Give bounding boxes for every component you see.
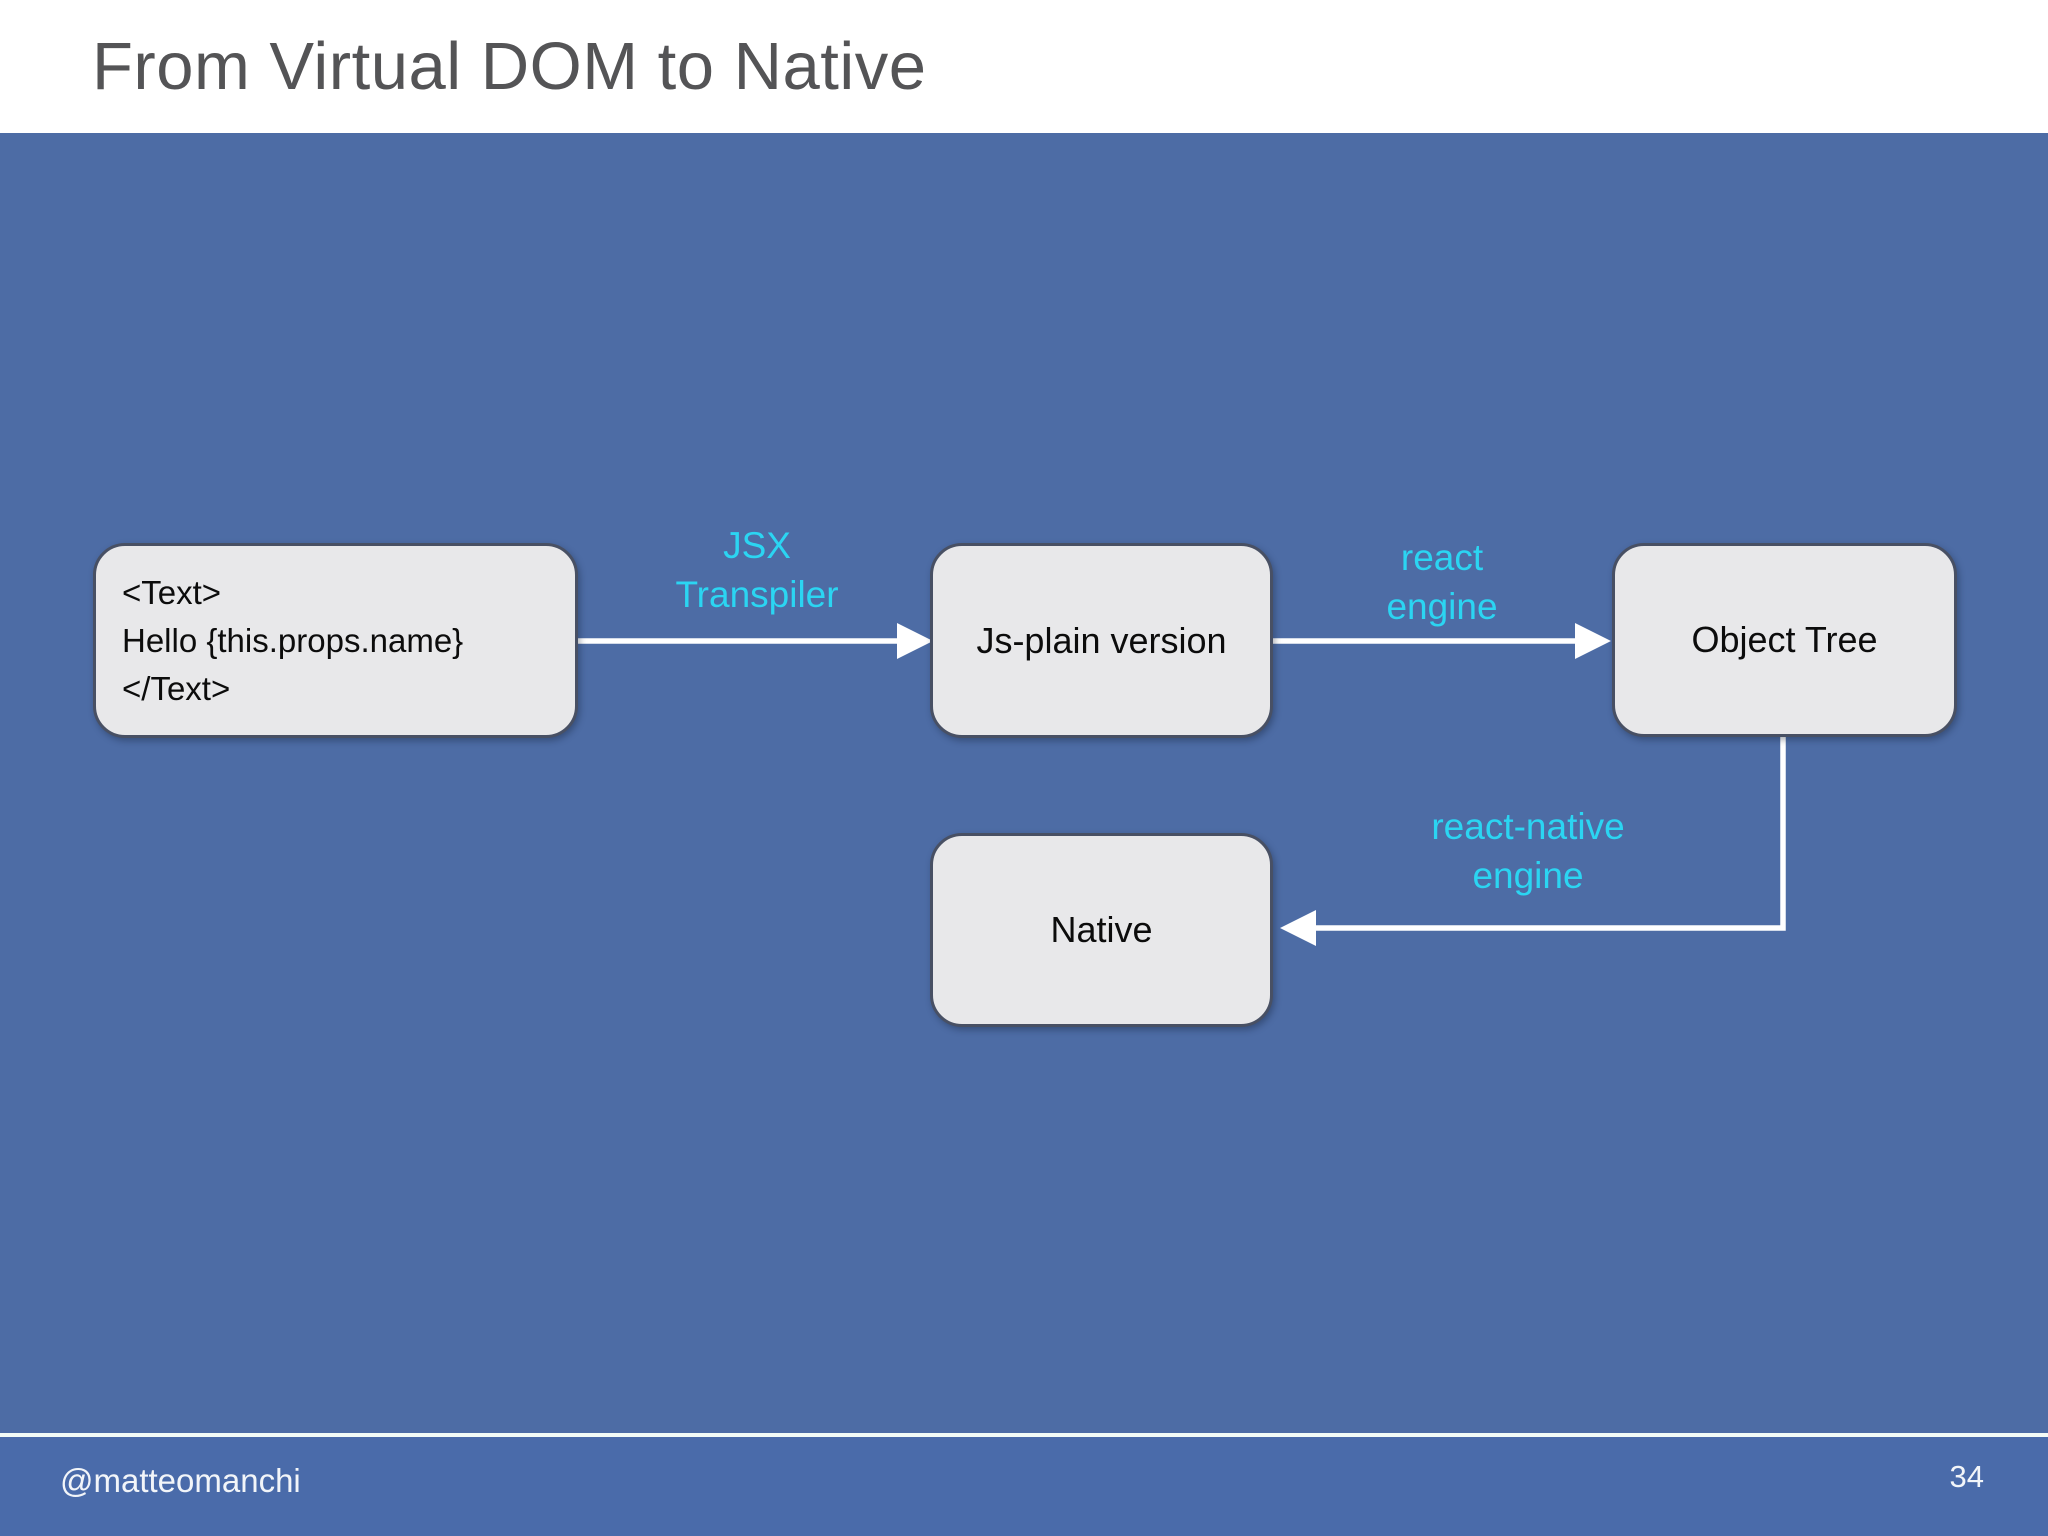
slide-footer: @matteomanchi 34 [0, 1437, 2048, 1536]
node-js-plain-label: Js-plain version [976, 619, 1227, 661]
node-jsx-code: <Text> Hello {this.props.name} </Text> [93, 543, 578, 738]
edge-label-jsx-line2: Transpiler [675, 574, 839, 615]
node-native-label: Native [1050, 909, 1153, 950]
slide-header: From Virtual DOM to Native [0, 0, 2048, 133]
edge-label-react-native-engine: react-native engine [1431, 802, 1624, 900]
edge-label-jsx-transpiler: JSX Transpiler [675, 521, 838, 619]
node-native: Native [930, 833, 1273, 1027]
code-line-close-tag: </Text> [122, 669, 231, 707]
arrow-jsx-to-jsplain [578, 623, 933, 659]
node-object-tree-label: Object Tree [1691, 619, 1878, 660]
node-js-plain: Js-plain version [930, 543, 1273, 738]
edge-label-jsx-line1: JSX [723, 525, 791, 566]
edge-label-react-line2: engine [1386, 586, 1498, 627]
edge-label-react-native-line2: engine [1472, 855, 1584, 896]
arrow-objecttree-to-native [1280, 737, 1786, 946]
slide-title: From Virtual DOM to Native [92, 29, 927, 104]
edge-label-react-native-line1: react-native [1431, 806, 1625, 847]
page-number: 34 [1949, 1459, 1984, 1494]
edge-label-react-engine: react engine [1386, 533, 1497, 631]
code-line-content: Hello {this.props.name} [122, 621, 464, 659]
footer-handle: @matteomanchi [60, 1462, 301, 1499]
code-line-open-tag: <Text> [122, 573, 222, 611]
footer-divider [0, 1433, 2048, 1437]
jsx-code-snippet: <Text> Hello {this.props.name} </Text> [122, 569, 463, 713]
edge-label-react-line1: react [1400, 537, 1484, 578]
arrow-jsplain-to-objecttree [1273, 623, 1611, 659]
node-object-tree: Object Tree [1612, 543, 1957, 737]
